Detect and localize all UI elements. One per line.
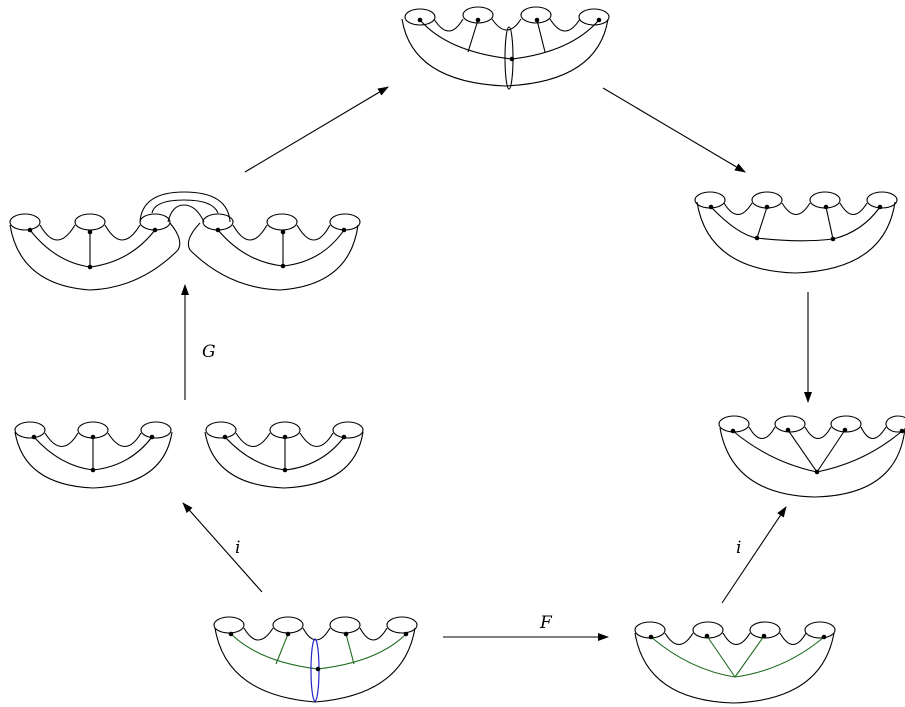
- surface-left-lower-a: [14, 421, 173, 489]
- arrow-top-to-right-upper: [602, 87, 746, 173]
- arrow-i-right: [721, 506, 787, 604]
- label-i-right: i: [736, 538, 741, 558]
- surface-left-lower-b: [204, 421, 364, 489]
- surface-top: [401, 6, 610, 90]
- label-G: G: [202, 342, 216, 362]
- arrow-i-left: [182, 502, 263, 593]
- label-i-left: i: [235, 538, 240, 558]
- surface-right-lower: [718, 415, 905, 498]
- label-F: F: [539, 613, 553, 633]
- surface-right-upper: [694, 191, 898, 274]
- arrow-glued-to-top: [244, 86, 389, 173]
- surface-bottom: [213, 616, 418, 703]
- surface-glued: [9, 191, 361, 291]
- surface-bottom-right: [634, 621, 836, 704]
